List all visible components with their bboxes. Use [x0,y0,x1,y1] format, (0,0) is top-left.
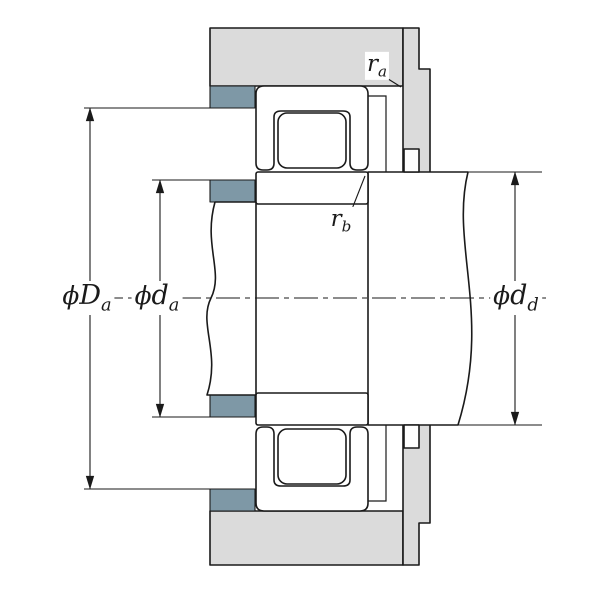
housing-bottom-band [209,510,404,566]
leader-rb [351,175,366,210]
locating-key-bottom [403,424,420,449]
bore-step-top [368,95,387,172]
phi-symbol: ϕ [134,281,152,311]
dim-label-da: ϕda [131,280,183,316]
roller-bottom [277,428,347,485]
outer-ring-bottom [255,426,369,512]
dim-label-ra: ra [364,50,390,81]
dim-letter: d [510,280,528,312]
housing-shoulder-pad-top [209,85,256,109]
outer-ring-top [255,85,369,171]
dim-letter: r [366,50,378,77]
housing-shoulder-pad-bottom [209,488,256,512]
dim-label-rb: rb [328,205,354,236]
dim-label-dd: ϕdd [490,281,542,315]
inner-ring-bottom [255,392,369,426]
phi-symbol: ϕ [493,281,511,311]
shaft-shoulder-pad-bottom [209,394,256,418]
phi-symbol: ϕ [62,281,80,311]
dim-letter: r [330,205,342,232]
dim-subscript: a [168,294,180,316]
dim-subscript: d [527,294,539,316]
locating-key-top [403,148,420,173]
dim-subscript: a [100,294,112,316]
dim-subscript: a [377,62,388,81]
inner-ring-top [255,171,369,205]
shaft-shoulder-pad-top [209,179,256,203]
dim-label-Da: ϕDa [59,280,115,316]
dim-letter: d [151,280,169,312]
bore-step-bottom [368,425,387,502]
dim-subscript: b [341,217,352,236]
dim-letter: D [79,280,101,312]
roller-top [277,112,347,169]
